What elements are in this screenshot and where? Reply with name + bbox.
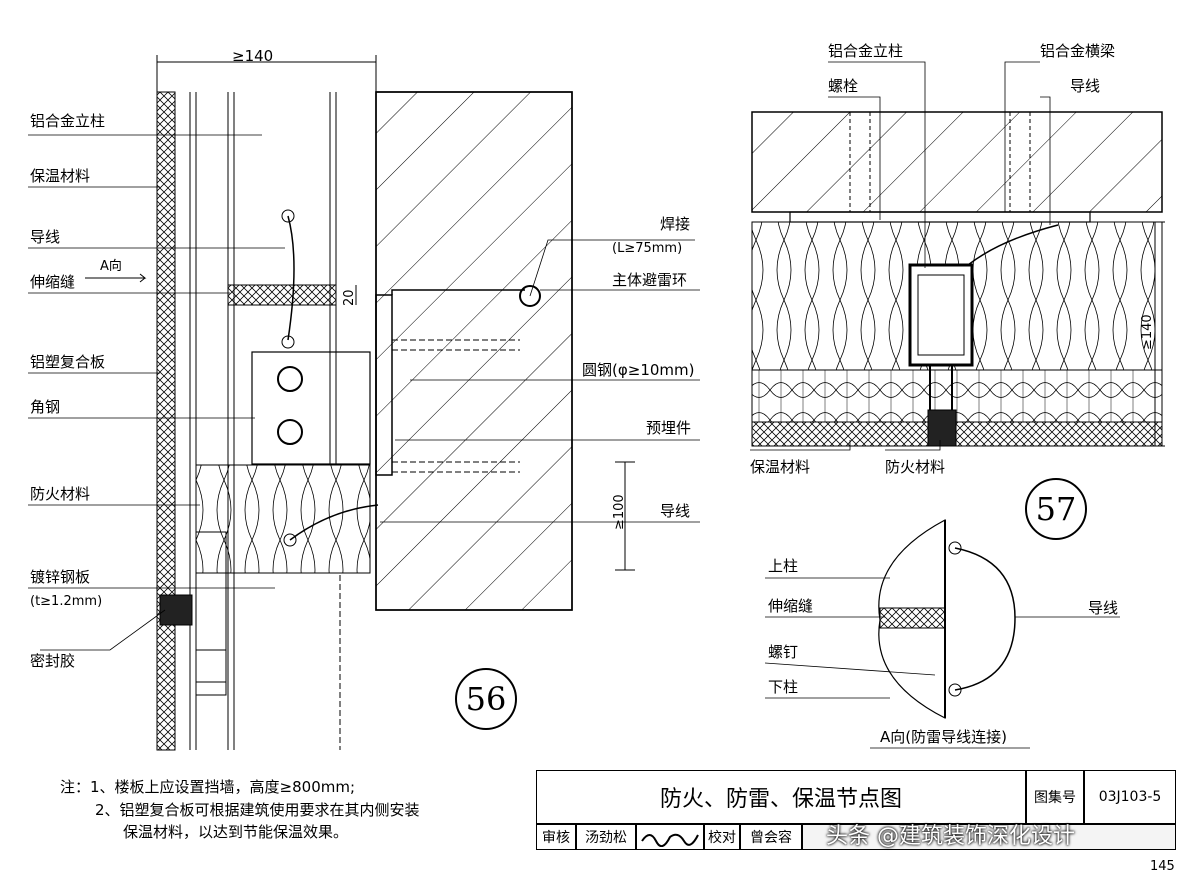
label-lightning-ring: 主体避雷环 — [612, 271, 688, 289]
atlas-label: 图集号 — [1026, 770, 1084, 824]
reviewer-signature — [636, 824, 704, 850]
label-wire-56-right: 导线 — [660, 502, 691, 520]
title-block-remainder — [802, 824, 1176, 850]
label-embedded-part: 预埋件 — [646, 419, 692, 437]
label-wire-57: 导线 — [1070, 77, 1101, 95]
dim-width-56: ≥140 — [232, 47, 274, 65]
label-expansion-a: 伸缩缝 — [768, 597, 814, 615]
caption-view-a: A向(防雷导线连接) — [880, 728, 1007, 746]
page-number: 145 — [1150, 859, 1175, 874]
dim-140: ≥140 — [1140, 314, 1155, 350]
label-round-steel: 圆钢(φ≥10mm) — [582, 361, 695, 379]
label-upper-column: 上柱 — [768, 557, 799, 575]
detail-number-56: 56 — [455, 668, 517, 730]
reviewer-name: 汤劲松 — [576, 824, 636, 850]
check-label: 校对 — [704, 824, 740, 850]
title-block: 防火、防雷、保温节点图 图集号 03J103-5 审核 汤劲松 校对 曾会容 — [536, 770, 1176, 850]
detail-56-drawing — [28, 55, 700, 751]
label-wire-56: 导线 — [30, 228, 61, 246]
drawing-title: 防火、防雷、保温节点图 — [536, 770, 1026, 824]
label-al-beam: 铝合金横梁 — [1040, 42, 1116, 60]
label-insulation: 保温材料 — [30, 167, 91, 185]
label-screw: 螺钉 — [768, 643, 799, 661]
label-al-column-57: 铝合金立柱 — [828, 42, 904, 60]
note-line-2: 2、铝塑复合板可根据建筑使用要求在其内侧安装 — [95, 801, 420, 819]
label-lower-column: 下柱 — [768, 678, 799, 696]
label-expansion-joint: 伸缩缝 — [30, 273, 76, 291]
label-weld: 焊接 — [660, 215, 691, 233]
view-arrow-a: A向 — [100, 259, 122, 274]
label-wire-a: 导线 — [1088, 599, 1119, 617]
label-weld-length: (L≥75mm) — [612, 241, 683, 256]
checker-name: 曾会容 — [740, 824, 802, 850]
dim-100: ≥100 — [612, 494, 627, 530]
label-bolt: 螺栓 — [828, 77, 859, 95]
detail-a-drawing — [764, 518, 1120, 749]
review-label: 审核 — [536, 824, 576, 850]
label-fireproof-57: 防火材料 — [885, 458, 946, 476]
label-fireproof-56: 防火材料 — [30, 485, 91, 503]
label-thickness: (t≥1.2mm) — [30, 594, 103, 609]
watermark: 头条 @建筑装饰深化设计 — [826, 824, 1075, 849]
note-line-1: 注：1、楼板上应设置挡墙，高度≥800mm; — [60, 778, 356, 796]
signature-icon — [641, 833, 699, 847]
dim-20: 20 — [342, 289, 357, 306]
atlas-number: 03J103-5 — [1084, 770, 1176, 824]
label-sealant: 密封胶 — [30, 652, 76, 670]
note-line-3: 保温材料，以达到节能保温效果。 — [123, 823, 349, 841]
detail-number-57: 57 — [1025, 478, 1087, 540]
label-angle-steel: 角钢 — [30, 398, 61, 416]
detail-57-drawing — [750, 61, 1165, 451]
label-galvanized-plate: 镀锌钢板 — [30, 568, 91, 586]
label-acp: 铝塑复合板 — [30, 353, 106, 371]
label-insulation-57: 保温材料 — [750, 458, 811, 476]
label-al-column: 铝合金立柱 — [30, 112, 106, 130]
